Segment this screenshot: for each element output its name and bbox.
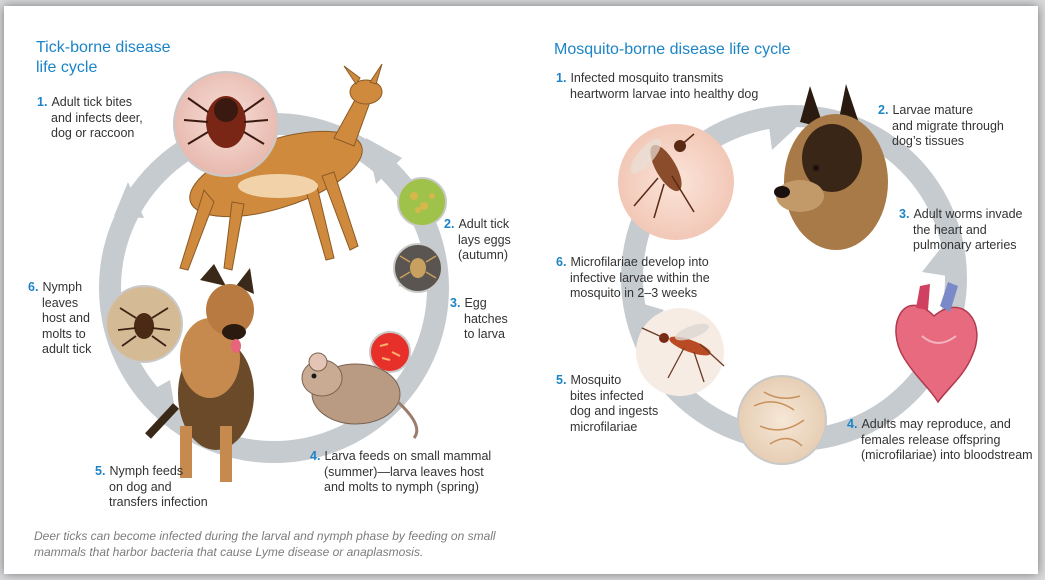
tick-step-4: 4. Larva feeds on small mammal (summer)—l…	[310, 449, 491, 496]
step-text: and infects deer,	[37, 111, 143, 127]
step-text: Nymph feeds	[109, 464, 183, 478]
step-text: pulmonary arteries	[899, 238, 1023, 254]
step-text: mosquito in 2–3 weeks	[556, 286, 710, 302]
step-text: molts to	[28, 327, 91, 343]
tick-step-2: 2. Adult tick lays eggs (autumn)	[444, 217, 511, 264]
bacteria-icon	[370, 332, 410, 372]
step-text: Mosquito	[570, 373, 621, 387]
step-number: 6.	[556, 255, 566, 269]
step-text: hatches	[450, 312, 508, 328]
step-number: 4.	[847, 417, 857, 431]
step-text: (autumn)	[444, 248, 511, 264]
tick-title: Tick-borne disease life cycle	[36, 38, 171, 78]
step-text: (summer)—larva leaves host	[310, 465, 491, 481]
step-text: and molts to nymph (spring)	[310, 480, 491, 496]
mosquito-step-4: 4. Adults may reproduce, and females rele…	[847, 417, 1033, 464]
step-text: Egg	[464, 296, 486, 310]
step-text: Larva feeds on small mammal	[324, 449, 491, 463]
step-number: 2.	[444, 217, 454, 231]
mosquito-step-6: 6. Microfilariae develop into infective l…	[556, 255, 710, 302]
step-text: on dog and	[95, 480, 208, 496]
infographic: Tick-borne disease life cycle 1. Adult ti…	[4, 6, 1038, 574]
step-number: 5.	[95, 464, 105, 478]
step-number: 4.	[310, 449, 320, 463]
step-text: Microfilariae develop into	[570, 255, 708, 269]
step-text: Adults may reproduce, and	[861, 417, 1010, 431]
mosquito-step-2: 2. Larvae mature and migrate through dog’…	[878, 103, 1004, 150]
step-text: microfilariae	[556, 420, 658, 436]
step-number: 5.	[556, 373, 566, 387]
mosquito-title: Mosquito-borne disease life cycle	[554, 40, 791, 60]
step-text: heartworm larvae into healthy dog	[556, 87, 758, 103]
step-text: (microfilariae) into bloodstream	[847, 448, 1033, 464]
tick-step-6: 6. Nymph leaves host and molts to adult t…	[28, 280, 91, 358]
nymph-tick-icon	[106, 286, 182, 362]
step-text: bites infected	[556, 389, 658, 405]
step-text: dog or raccoon	[37, 126, 143, 142]
mosquito-step-5: 5. Mosquito bites infected dog and ingest…	[556, 373, 658, 435]
mosquito-step-1: 1. Infected mosquito transmits heartworm …	[556, 71, 758, 102]
step-text: Infected mosquito transmits	[570, 71, 723, 85]
step-number: 3.	[899, 207, 909, 221]
step-text: adult tick	[28, 342, 91, 358]
tick-closeup-icon	[174, 72, 278, 176]
step-text: Larvae mature	[892, 103, 973, 117]
step-text: dog’s tissues	[878, 134, 1004, 150]
tick-step-1: 1. Adult tick bites and infects deer, dog…	[37, 95, 143, 142]
tick-step-5: 5. Nymph feeds on dog and transfers infec…	[95, 464, 208, 511]
step-text: host and	[28, 311, 91, 327]
step-number: 1.	[556, 71, 566, 85]
step-text: Adult worms invade	[913, 207, 1022, 221]
tick-eggs-icon	[398, 178, 446, 226]
step-text: transfers infection	[95, 495, 208, 511]
mosquito-step-3: 3. Adult worms invade the heart and pulmo…	[899, 207, 1023, 254]
step-text: females release offspring	[847, 433, 1033, 449]
step-text: dog and ingests	[556, 404, 658, 420]
step-text: lays eggs	[444, 233, 511, 249]
step-text: Adult tick	[458, 217, 509, 231]
step-number: 1.	[37, 95, 47, 109]
step-text: infective larvae within the	[556, 271, 710, 287]
tick-footnote: Deer ticks can become infected during th…	[34, 528, 504, 560]
tick-title-line2: life cycle	[36, 58, 171, 78]
step-text: Nymph	[42, 280, 82, 294]
step-text: the heart and	[899, 223, 1023, 239]
step-text: leaves	[28, 296, 91, 312]
tick-title-line1: Tick-borne disease	[36, 38, 171, 58]
step-number: 3.	[450, 296, 460, 310]
microfilariae-icon	[738, 376, 826, 464]
step-text: to larva	[450, 327, 508, 343]
step-number: 6.	[28, 280, 38, 294]
step-text: Adult tick bites	[51, 95, 132, 109]
step-text: and migrate through	[878, 119, 1004, 135]
tick-larva-icon	[394, 244, 442, 292]
tick-step-3: 3. Egg hatches to larva	[450, 296, 508, 343]
step-number: 2.	[878, 103, 888, 117]
mosquito-on-skin-icon	[618, 124, 734, 240]
